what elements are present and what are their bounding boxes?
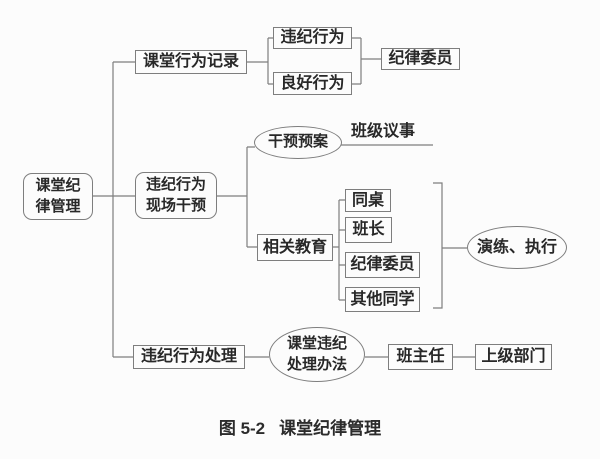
node-label: 上级部门 [481,348,546,365]
figure-title: 课堂纪律管理 [279,419,382,438]
node-related-education: 相关教育 [257,234,333,261]
node-label-line: 现场干预 [145,197,206,214]
node-classroom-discipline-management: 课堂纪 律管理 [23,173,93,220]
node-label: 班长 [352,221,385,238]
node-label: 其他同学 [350,290,415,308]
intervene-branch-lines [217,146,257,248]
figure-number: 图 5-2 [218,419,266,438]
node-label: 纪律委员 [350,256,415,273]
node-label-line: 课堂纪 [35,177,81,194]
node-discipline-committee-education: 纪律委员 [345,252,420,278]
node-label-line: 律管理 [35,198,81,215]
education-fan-lines [333,199,345,301]
record-branch-lines [247,37,273,85]
node-label: 班级议事 [350,123,415,140]
node-other-students: 其他同学 [345,287,420,312]
figure-caption: 图 5-2 课堂纪律管理 [0,414,600,439]
node-deskmate: 同桌 [345,189,391,212]
node-violation-handling: 违纪行为处理 [133,345,245,369]
node-label: 同桌 [351,191,384,209]
node-label: 相关教育 [262,238,327,256]
node-handling-method: 课堂违纪 处理办法 [269,327,365,382]
label-class-deliberation: 班级议事 [346,122,420,142]
node-onsite-intervention: 违纪行为 现场干预 [135,172,217,219]
node-label: 干预预案 [267,134,328,150]
node-label: 演练、执行 [476,238,557,256]
node-head-teacher: 班主任 [388,344,453,370]
node-label-line: 课堂违纪 [286,335,347,352]
node-label: 课堂行为记录 [142,53,239,70]
node-classroom-behavior-record: 课堂行为记录 [135,50,247,74]
node-class-monitor: 班长 [345,217,392,243]
node-label: 违纪行为处理 [140,348,237,365]
node-label: 纪律委员 [388,50,453,67]
trunk-line [93,61,135,358]
node-good-behavior: 良好行为 [273,72,352,95]
node-drill-execute: 演练、执行 [467,226,567,269]
node-discipline-committee-record: 纪律委员 [381,48,460,70]
node-label: 班主任 [396,348,445,365]
node-label: 良好行为 [280,74,345,92]
node-label-line: 处理办法 [286,356,347,373]
group-bracket [433,182,443,309]
node-intervention-plan: 干预预案 [254,126,342,159]
node-violation-behavior: 违纪行为 [273,27,352,49]
record-merge-lines [351,37,381,85]
node-superior-department: 上级部门 [475,344,552,370]
node-label-line: 违纪行为 [145,176,206,193]
node-label: 违纪行为 [280,29,345,46]
